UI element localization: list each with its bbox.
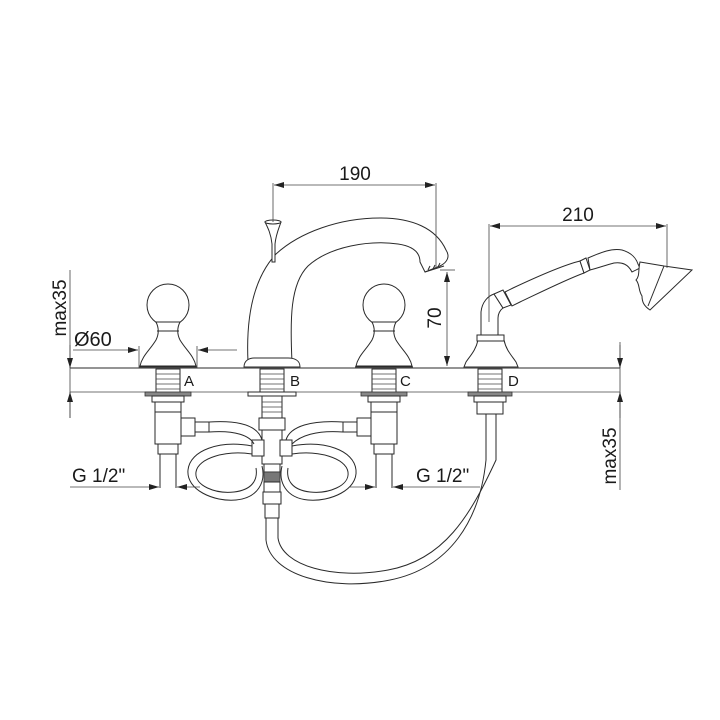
shank-a [144,368,192,488]
inlet-right-label: G 1/2" [416,466,469,487]
shank-c [360,368,408,488]
deck-thickness-left-label: max35 [50,279,71,336]
spout-height-dimension [440,269,455,366]
mount-point-a-label: A [184,373,194,390]
shower-length-dimension [488,223,668,322]
deck-surface [70,367,620,393]
spout-b [243,217,449,368]
spout-reach-label: 190 [339,164,371,185]
handle-diameter-label: Ø60 [74,329,112,351]
spout-height-label: 70 [425,307,446,328]
shower-length-label: 210 [562,205,594,226]
shank-b [247,368,297,519]
hand-shower-d [463,249,694,368]
spout-reach-dimension [272,182,437,268]
handle-a [139,283,197,368]
shank-d [467,368,513,415]
mount-point-b-label: B [290,373,300,390]
mount-point-c-label: C [400,373,411,390]
deck-thickness-right-label: max35 [600,427,621,484]
handle-c [355,283,413,368]
hose-connections [180,414,497,585]
mount-point-d-label: D [508,373,519,390]
handle-diameter-dimension [73,346,237,368]
inlet-left-label: G 1/2" [72,466,125,487]
